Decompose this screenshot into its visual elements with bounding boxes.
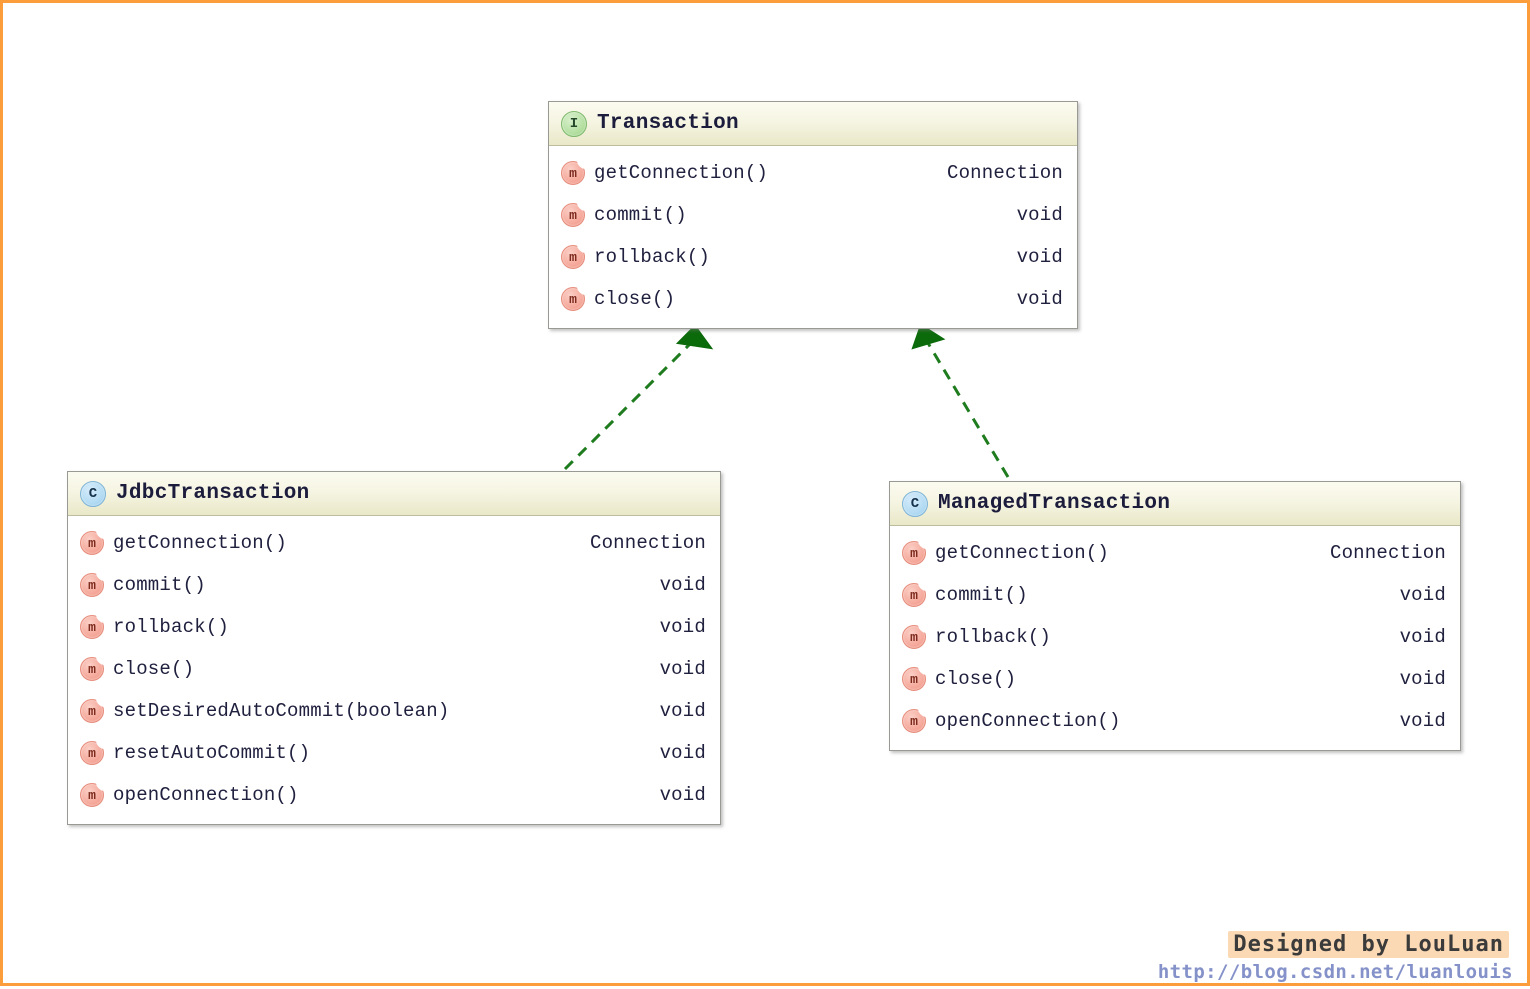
member-type: void xyxy=(1399,584,1446,606)
member-name: setDesiredAutoCommit(boolean) xyxy=(113,700,450,722)
method-icon: m xyxy=(80,530,105,555)
member-row[interactable]: m getConnection() Connection xyxy=(890,532,1460,574)
member-name: rollback() xyxy=(113,616,230,638)
class-name-transaction: Transaction xyxy=(597,112,739,135)
method-icon: m xyxy=(561,160,586,185)
member-row[interactable]: m openConnection() void xyxy=(68,774,720,816)
member-type: void xyxy=(659,616,706,638)
member-row[interactable]: m getConnection() Connection xyxy=(549,152,1077,194)
method-icon: m xyxy=(80,698,105,723)
member-name: openConnection() xyxy=(113,784,299,806)
member-name: getConnection() xyxy=(594,162,769,184)
class-name-jdbc-transaction: JdbcTransaction xyxy=(116,482,310,505)
realization-arrowhead xyxy=(675,324,714,350)
member-type: Connection xyxy=(1329,542,1446,564)
member-row[interactable]: m setDesiredAutoCommit(boolean) void xyxy=(68,690,720,732)
member-type: void xyxy=(659,574,706,596)
interface-icon: I xyxy=(561,110,587,137)
member-name: commit() xyxy=(935,584,1028,606)
member-row[interactable]: m close() void xyxy=(549,278,1077,320)
member-type: void xyxy=(1399,668,1446,690)
member-type: void xyxy=(1399,626,1446,648)
member-name: close() xyxy=(113,658,195,680)
method-icon: m xyxy=(80,614,105,639)
class-icon: C xyxy=(80,480,106,507)
method-icon: m xyxy=(561,202,586,227)
member-row[interactable]: m commit() void xyxy=(549,194,1077,236)
member-name: getConnection() xyxy=(935,542,1110,564)
edge-managed-implements-transaction xyxy=(911,323,1010,478)
member-row[interactable]: m resetAutoCommit() void xyxy=(68,732,720,774)
class-name-managed-transaction: ManagedTransaction xyxy=(938,492,1171,515)
member-type: void xyxy=(659,658,706,680)
member-name: resetAutoCommit() xyxy=(113,742,311,764)
member-name: commit() xyxy=(113,574,206,596)
member-type: void xyxy=(1016,204,1063,226)
method-icon: m xyxy=(561,286,586,311)
member-row[interactable]: m getConnection() Connection xyxy=(68,522,720,564)
member-name: openConnection() xyxy=(935,710,1121,732)
member-row[interactable]: m commit() void xyxy=(890,574,1460,616)
member-type: void xyxy=(1016,246,1063,268)
member-row[interactable]: m rollback() void xyxy=(549,236,1077,278)
watermark-designed-by: Designed by LouLuan xyxy=(1228,931,1509,958)
class-members-jdbc-transaction: m getConnection() Connection m commit() … xyxy=(68,516,720,824)
class-header-transaction: I Transaction xyxy=(549,102,1077,146)
edge-jdbc-implements-transaction xyxy=(563,324,714,471)
watermark-url: http://blog.csdn.net/luanlouis xyxy=(1157,961,1513,983)
method-icon: m xyxy=(80,572,105,597)
member-name: rollback() xyxy=(935,626,1052,648)
method-icon: m xyxy=(902,582,927,607)
realization-line xyxy=(563,341,693,471)
class-box-managed-transaction[interactable]: C ManagedTransaction m getConnection() C… xyxy=(889,481,1461,751)
class-box-transaction[interactable]: I Transaction m getConnection() Connecti… xyxy=(548,101,1078,329)
member-row[interactable]: m openConnection() void xyxy=(890,700,1460,742)
method-icon: m xyxy=(902,624,927,649)
member-row[interactable]: m rollback() void xyxy=(68,606,720,648)
method-icon: m xyxy=(902,708,927,733)
member-name: commit() xyxy=(594,204,687,226)
member-row[interactable]: m rollback() void xyxy=(890,616,1460,658)
class-icon: C xyxy=(902,490,928,517)
member-type: Connection xyxy=(946,162,1063,184)
method-icon: m xyxy=(902,666,927,691)
member-type: Connection xyxy=(589,532,706,554)
member-name: close() xyxy=(594,288,676,310)
class-members-transaction: m getConnection() Connection m commit() … xyxy=(549,146,1077,328)
realization-line xyxy=(926,342,1010,478)
member-type: void xyxy=(659,742,706,764)
method-icon: m xyxy=(80,782,105,807)
member-type: void xyxy=(659,784,706,806)
member-type: void xyxy=(1016,288,1063,310)
method-icon: m xyxy=(561,244,586,269)
class-members-managed-transaction: m getConnection() Connection m commit() … xyxy=(890,526,1460,750)
member-row[interactable]: m commit() void xyxy=(68,564,720,606)
class-header-jdbc-transaction: C JdbcTransaction xyxy=(68,472,720,516)
member-name: close() xyxy=(935,668,1017,690)
member-type: void xyxy=(1399,710,1446,732)
method-icon: m xyxy=(80,740,105,765)
method-icon: m xyxy=(902,540,927,565)
member-row[interactable]: m close() void xyxy=(890,658,1460,700)
member-name: rollback() xyxy=(594,246,711,268)
member-type: void xyxy=(659,700,706,722)
member-row[interactable]: m close() void xyxy=(68,648,720,690)
member-name: getConnection() xyxy=(113,532,288,554)
class-header-managed-transaction: C ManagedTransaction xyxy=(890,482,1460,526)
method-icon: m xyxy=(80,656,105,681)
class-box-jdbc-transaction[interactable]: C JdbcTransaction m getConnection() Conn… xyxy=(67,471,721,825)
